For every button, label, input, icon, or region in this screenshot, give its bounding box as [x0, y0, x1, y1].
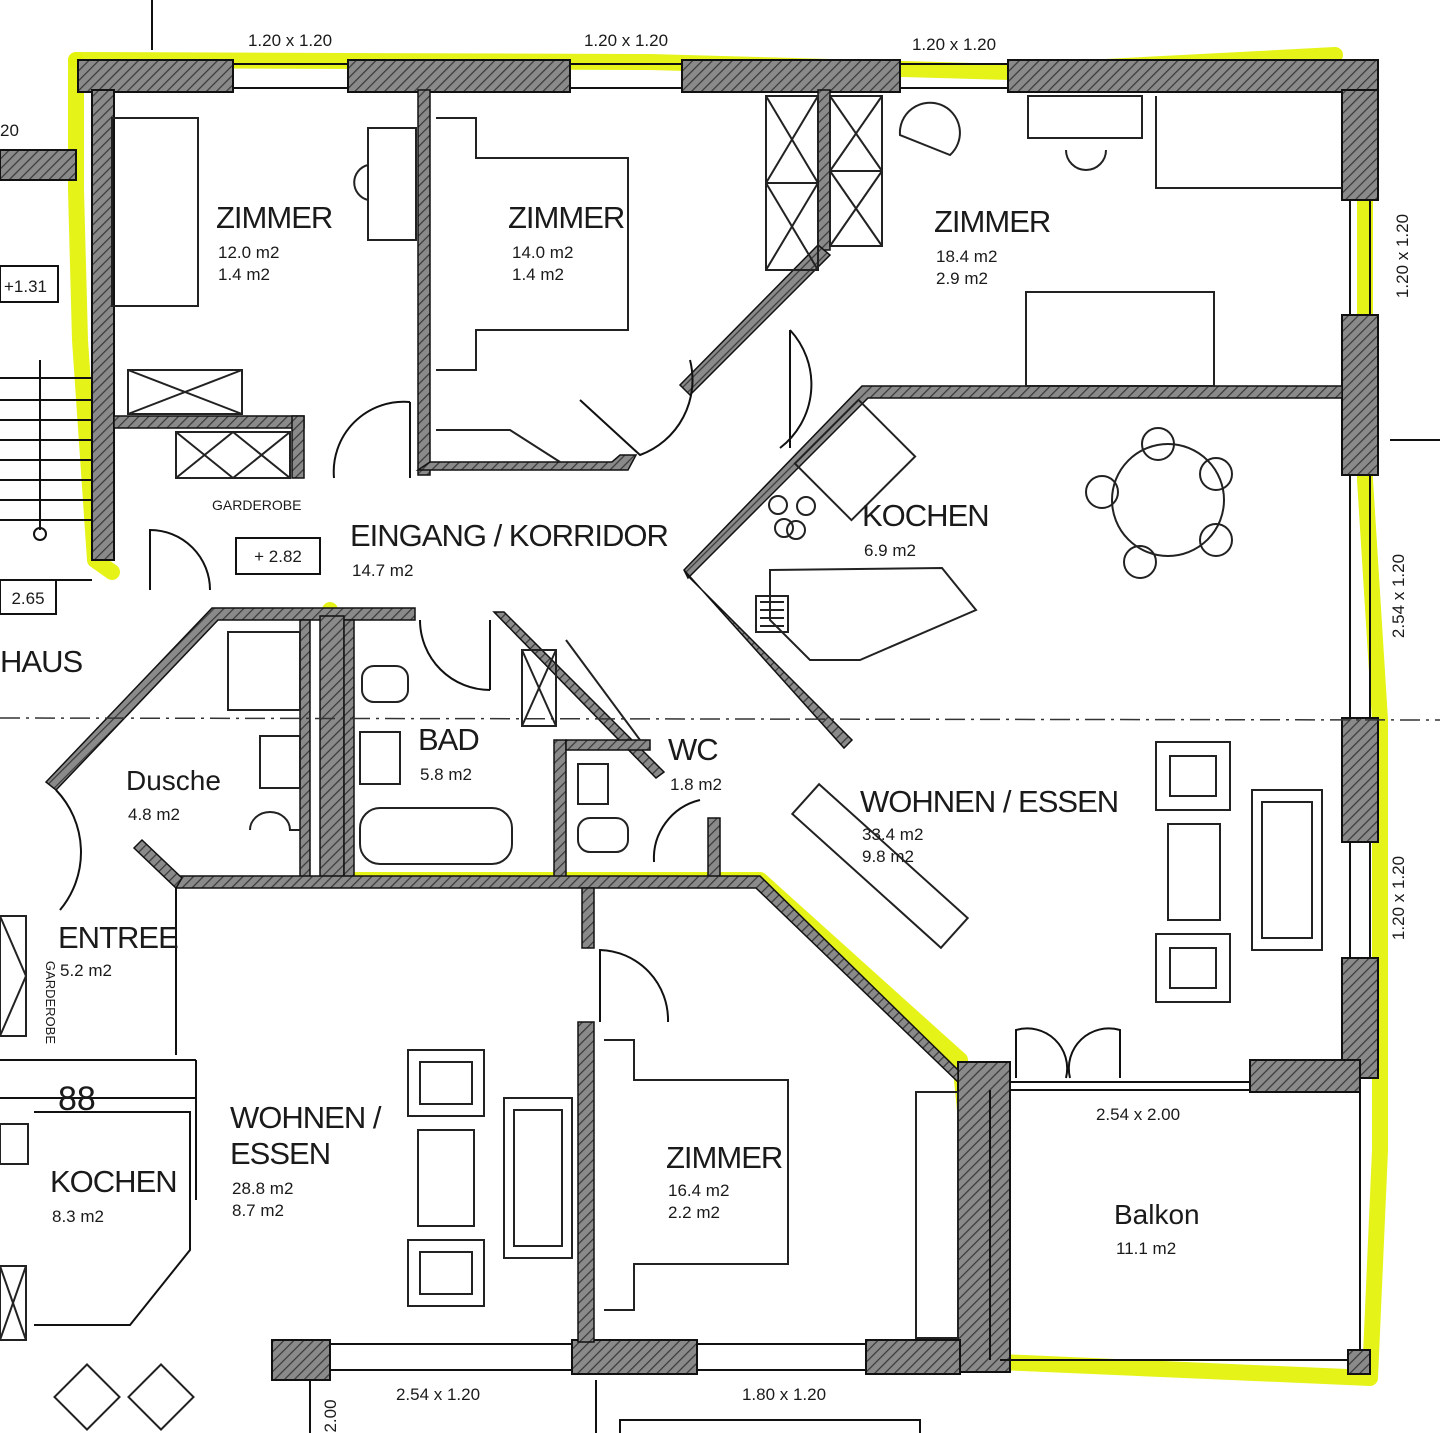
room-garderobe-name: GARDEROBE	[212, 497, 301, 513]
doors	[55, 329, 1250, 1360]
room-zimmer4-name: ZIMMER	[666, 1140, 782, 1175]
dim-top-2: 1.20 x 1.20	[584, 31, 668, 50]
room-zimmer1-name: ZIMMER	[216, 200, 332, 235]
stove-mark: 88	[58, 1080, 96, 1118]
room-bad-area: 5.8 m2	[420, 765, 472, 784]
interior-walls	[44, 89, 1343, 1343]
room-wc-name: WC	[668, 732, 718, 767]
dim-bottom-2: 1.80 x 1.20	[742, 1385, 826, 1404]
dim-top-3: 1.20 x 1.20	[912, 35, 996, 54]
dim-left-edge: 20	[0, 121, 19, 140]
room-zimmer3-area: 18.4 m2	[936, 247, 997, 266]
room-wohnen-name: WOHNEN / ESSEN	[860, 784, 1118, 819]
room-zimmer4-area: 16.4 m2	[668, 1181, 729, 1200]
dim-right-2: 2.54 x 1.20	[1389, 554, 1408, 638]
room-wohnen-area: 33.4 m2	[862, 825, 923, 844]
room-haus-name: HAUS	[0, 644, 82, 679]
room-wohnen2-area2: 8.7 m2	[232, 1201, 284, 1220]
dim-right-3: 1.20 x 1.20	[1389, 856, 1408, 940]
room-wohnen2-name-1: WOHNEN /	[230, 1100, 382, 1135]
room-entree-area: 5.2 m2	[60, 961, 112, 980]
furniture	[0, 95, 1342, 1431]
room-bad-name: BAD	[418, 722, 479, 757]
dim-left-bottom: 2.00	[321, 1399, 340, 1432]
room-wohnen2-area: 28.8 m2	[232, 1179, 293, 1198]
room-wc-area: 1.8 m2	[670, 775, 722, 794]
room-kochen2-name: KOCHEN	[50, 1164, 177, 1199]
room-zimmer3-name: ZIMMER	[934, 204, 1050, 239]
room-entree-name: ENTREE	[58, 920, 178, 955]
room-kochen-area: 6.9 m2	[864, 541, 916, 560]
room-zimmer1-area: 12.0 m2	[218, 243, 279, 262]
room-eingang-name: EINGANG / KORRIDOR	[350, 518, 668, 553]
dimension-labels: 1.20 x 1.20 1.20 x 1.20 1.20 x 1.20 20 1…	[0, 31, 1412, 1433]
room-kochen-name: KOCHEN	[862, 498, 989, 533]
room-zimmer4-area2: 2.2 m2	[668, 1203, 720, 1222]
room-wohnen-area2: 9.8 m2	[862, 847, 914, 866]
room-zimmer2-area2: 1.4 m2	[512, 265, 564, 284]
dim-bottom-1: 2.54 x 1.20	[396, 1385, 480, 1404]
room-labels: ZIMMER 12.0 m2 1.4 m2 ZIMMER 14.0 m2 1.4…	[0, 200, 1200, 1258]
room-dusche-area: 4.8 m2	[128, 805, 180, 824]
exterior-walls	[0, 59, 1379, 1381]
room-balkon-name: Balkon	[1114, 1199, 1200, 1230]
room-dusche-name: Dusche	[126, 765, 221, 796]
room-zimmer1-area2: 1.4 m2	[218, 265, 270, 284]
level-left-2: 2.65	[11, 589, 44, 608]
dim-top-1: 1.20 x 1.20	[248, 31, 332, 50]
room-wohnen2-name-2: ESSEN	[230, 1136, 330, 1171]
dim-balkon: 2.54 x 2.00	[1096, 1105, 1180, 1124]
room-garderobe2-name: GARDEROBE	[43, 961, 58, 1044]
room-balkon-area: 11.1 m2	[1116, 1239, 1176, 1258]
room-eingang-area: 14.7 m2	[352, 561, 413, 580]
dim-right-1: 1.20 x 1.20	[1393, 214, 1412, 298]
level-left-1: +1.31	[4, 277, 47, 296]
level-eingang: + 2.82	[254, 547, 302, 566]
room-kochen2-area: 8.3 m2	[52, 1207, 104, 1226]
staircase	[0, 360, 92, 581]
room-zimmer2-name: ZIMMER	[508, 200, 624, 235]
room-zimmer3-area2: 2.9 m2	[936, 269, 988, 288]
room-zimmer2-area: 14.0 m2	[512, 243, 573, 262]
